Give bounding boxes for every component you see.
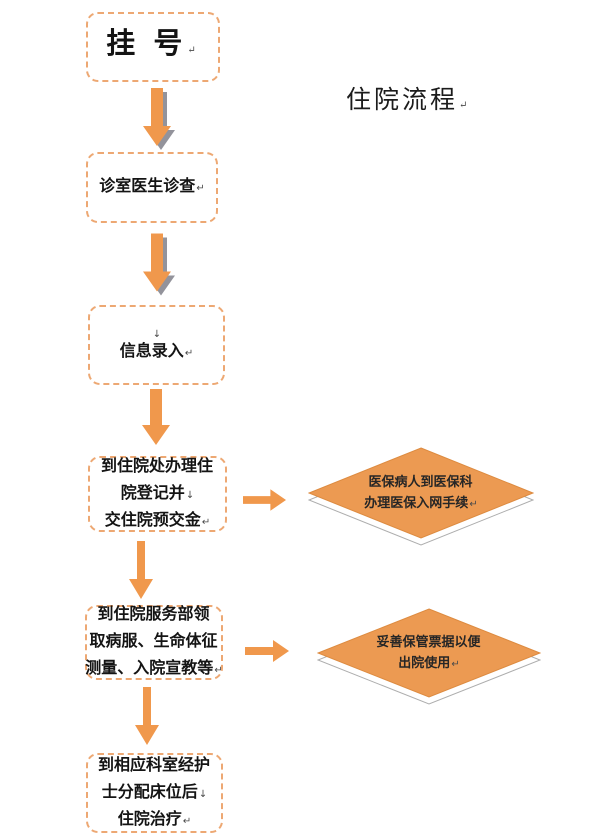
box-line: 院登记并↓ — [121, 481, 194, 508]
box-line: 到相应科室经护 — [98, 753, 211, 780]
right-arrow-icon — [243, 489, 287, 511]
box-line: 到住院处办理住 — [101, 454, 214, 481]
callout-line: 办理医保入网手续↵ — [308, 494, 534, 515]
callout-line: 出院使用↵ — [317, 654, 541, 675]
process-box-register: 挂 号↵ — [86, 12, 220, 82]
process-box-admission-register: 到住院处办理住 院登记并↓ 交住院预交金↵ — [88, 456, 227, 532]
down-arrow-icon — [141, 389, 171, 447]
box-text: 到相应科室经护 — [97, 754, 210, 774]
callout-text-line: 出院使用 — [398, 656, 451, 671]
line-break-mark: ↓ — [152, 328, 162, 340]
flowchart-title: 住院流程↵ — [346, 80, 470, 116]
paragraph-mark: ↵ — [187, 45, 200, 56]
callout-text: 医保病人到医保科 办理医保入网手续↵ — [308, 473, 534, 515]
callout-text-line: 妥善保管票据以便 — [376, 635, 481, 650]
line-break-mark: ↓ — [185, 489, 195, 501]
box-line: 信息录入↵ — [120, 339, 193, 366]
box-line: 到住院服务部领 — [97, 602, 210, 629]
box-text: 挂 号 — [106, 26, 187, 60]
box-line: ↓ — [152, 325, 162, 340]
process-box-info-entry: ↓ 信息录入↵ — [88, 305, 225, 385]
callout-text-line: 医保病人到医保科 — [368, 475, 473, 490]
paragraph-mark: ↵ — [451, 659, 460, 670]
box-line: 交住院预交金↵ — [105, 508, 210, 535]
process-box-ward-treatment: 到相应科室经护 士分配床位后↓ 住院治疗↵ — [86, 753, 223, 833]
box-text: 信息录入 — [119, 340, 184, 360]
box-text: 士分配床位后 — [101, 781, 198, 801]
box-line: 取病服、生命体征 — [89, 629, 218, 656]
line-break-mark: ↓ — [198, 788, 208, 800]
paragraph-mark: ↵ — [214, 665, 223, 676]
process-box-service-dept: 到住院服务部领 取病服、生命体征 测量、入院宣教等↵ — [85, 602, 223, 683]
box-text: 取病服、生命体征 — [89, 631, 218, 650]
box-text: 到住院处办理住 — [100, 455, 213, 475]
down-arrow-icon — [140, 88, 176, 151]
process-box-exam: 诊室医生诊查↵ — [86, 152, 218, 223]
box-line: 诊室医生诊查↵ — [99, 174, 204, 201]
paragraph-mark: ↵ — [182, 815, 192, 827]
flowchart-title-text: 住院流程 — [346, 85, 459, 114]
down-arrow-icon — [140, 233, 176, 297]
paragraph-mark: ↵ — [459, 100, 471, 111]
down-arrow-icon — [128, 541, 154, 601]
box-line: 测量、入院宣教等↵ — [85, 656, 222, 683]
down-arrow-icon — [134, 687, 160, 747]
box-text: 到住院服务部领 — [97, 604, 210, 623]
paragraph-mark: ↵ — [201, 516, 211, 528]
paragraph-mark: ↵ — [196, 183, 205, 194]
box-text: 住院治疗 — [117, 808, 182, 828]
box-text: 院登记并 — [120, 482, 185, 502]
box-line: 士分配床位后↓ — [102, 780, 207, 807]
callout-line: 妥善保管票据以便 — [317, 633, 541, 654]
paragraph-mark: ↵ — [184, 347, 194, 359]
callout-line: 医保病人到医保科 — [308, 473, 534, 494]
paragraph-mark: ↵ — [469, 499, 478, 510]
decision-callout-insurance: 医保病人到医保科 办理医保入网手续↵ — [308, 447, 534, 546]
callout-text-line: 办理医保入网手续 — [364, 496, 469, 511]
box-text: 测量、入院宣教等 — [85, 658, 214, 677]
decision-callout-receipts: 妥善保管票据以便 出院使用↵ — [317, 608, 541, 705]
box-text: 诊室医生诊查 — [99, 176, 196, 195]
box-line: 挂 号↵ — [106, 26, 200, 68]
right-arrow-icon — [245, 640, 290, 662]
box-line: 住院治疗↵ — [118, 807, 191, 834]
callout-text: 妥善保管票据以便 出院使用↵ — [317, 633, 541, 675]
box-text: 交住院预交金 — [104, 509, 201, 529]
